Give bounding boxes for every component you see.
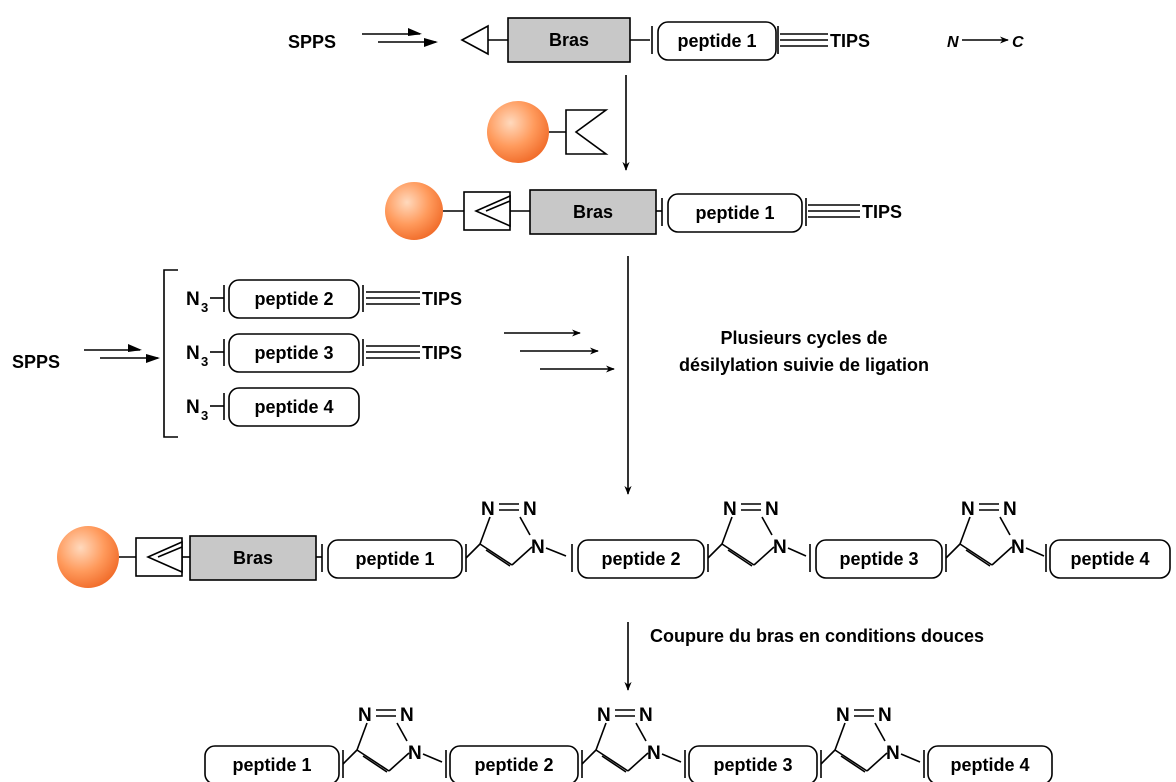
peptide-2-box-final (449, 745, 579, 782)
linker-triangle-icon (460, 24, 489, 56)
peptide-1-label-top: peptide 1 (677, 31, 756, 51)
bras-box-top (507, 17, 631, 63)
triazole-n: N (481, 499, 495, 520)
peptide-3-label-row3: peptide 3 (839, 549, 918, 569)
azide-n-4: N (186, 397, 200, 418)
bras-label-top: Bras (549, 30, 589, 50)
azide-n-2: N (186, 289, 200, 310)
peptide-3-box-final (688, 745, 818, 782)
triazole-ring-6: N N N (820, 705, 921, 773)
azide-sub-3: 3 (201, 354, 208, 369)
azide-n-3: N (186, 343, 200, 364)
bras-box-bottom (189, 535, 317, 581)
resin-reagent (487, 101, 609, 163)
peptide-2-label-azide: peptide 2 (254, 289, 333, 309)
triazole-n: N (639, 705, 653, 726)
bras-label-bottom: Bras (233, 548, 273, 568)
triazole-ring-3: N N N (945, 499, 1045, 567)
peptide-1-box-row3 (327, 539, 463, 579)
peptide-1-box-top (657, 21, 777, 61)
spps-arrow-left (84, 344, 160, 363)
resin-bead-icon (385, 182, 443, 240)
bras-label-mid: Bras (573, 202, 613, 222)
bound-linker-icon (135, 537, 183, 577)
peptide-4-box-row3 (1049, 539, 1171, 579)
peptide-3-label-azide: peptide 3 (254, 343, 333, 363)
triazole-ring-5: N N N (581, 705, 682, 773)
triazole-n: N (878, 705, 892, 726)
peptide-2-box-row3 (577, 539, 705, 579)
triazole-n: N (597, 705, 611, 726)
n-terminus-label: N (947, 34, 959, 51)
azide-sub-4: 3 (201, 408, 208, 423)
cycles-label-line1: Plusieurs cycles de (720, 328, 887, 348)
peptide-4-box-final (927, 745, 1053, 782)
spps-label-left: SPPS (12, 352, 60, 372)
peptide-4-label-final: peptide 4 (950, 755, 1029, 775)
bracket (163, 269, 178, 438)
triazole-n: N (647, 743, 661, 764)
peptide-1-label-mid: peptide 1 (695, 203, 774, 223)
triazole-ring-4: N N N (342, 705, 443, 773)
resin-bead-icon (57, 526, 119, 588)
peptide-4-box-azide (228, 387, 360, 427)
tips-label-mid: TIPS (862, 202, 902, 222)
c-terminus-label: C (1012, 34, 1024, 51)
azide-peptide-set: SPPS N 3 peptide 2 TIPS N 3 peptide 3 (12, 269, 615, 438)
peptide-3-box-row3 (815, 539, 943, 579)
triazole-n: N (886, 743, 900, 764)
peptide-2-label-row3: peptide 2 (601, 549, 680, 569)
peptide-1-box-mid (667, 193, 803, 233)
row-4: peptide 1 N N N peptide 2 N (204, 705, 1053, 782)
bras-box-mid (529, 189, 657, 235)
receptor-icon (565, 109, 609, 155)
triazole-n: N (765, 499, 779, 520)
peptide-3-box-azide (228, 333, 360, 373)
triazole-n: N (961, 499, 975, 520)
tips-label-p2: TIPS (422, 289, 462, 309)
triazole-n: N (523, 499, 537, 520)
cycles-label-line2: désilylation suivie de ligation (679, 355, 929, 375)
peptide-3-label-final: peptide 3 (713, 755, 792, 775)
triazole-n: N (400, 705, 414, 726)
triazole-n: N (723, 499, 737, 520)
peptide-1-box-final (204, 745, 340, 782)
triazole-ring-2: N N N (707, 499, 807, 567)
alkyne-triple-bond-mid (808, 204, 860, 218)
row-2: Bras peptide 1 TIPS (385, 182, 902, 240)
spps-label-top: SPPS (288, 32, 336, 52)
azide-sub-2: 3 (201, 300, 208, 315)
triazole-n: N (358, 705, 372, 726)
peptide-1-label-final: peptide 1 (232, 755, 311, 775)
alkyne-triple-bond-top (780, 33, 828, 47)
cleavage-label: Coupure du bras en conditions douces (650, 626, 984, 646)
resin-bead-icon (487, 101, 549, 163)
triazole-n: N (1011, 537, 1025, 558)
triazole-n: N (408, 743, 422, 764)
row-1: SPPS Bras peptide 1 TIPS N C (288, 17, 1024, 63)
triazole-n: N (1003, 499, 1017, 520)
row-3: Bras peptide 1 N N N peptide 2 (57, 499, 1171, 588)
triazole-n: N (836, 705, 850, 726)
peptide-4-label-azide: peptide 4 (254, 397, 333, 417)
spps-arrow-top (362, 28, 438, 47)
peptide-4-label-row3: peptide 4 (1070, 549, 1149, 569)
bound-linker-icon (463, 191, 511, 231)
tips-label-top: TIPS (830, 31, 870, 51)
alkyne-triple-bond-p2 (366, 291, 420, 305)
peptide-2-label-final: peptide 2 (474, 755, 553, 775)
triazole-n: N (773, 537, 787, 558)
triazole-ring-1: N N N (465, 499, 567, 567)
peptide-1-label-row3: peptide 1 (355, 549, 434, 569)
alkyne-triple-bond-p3 (366, 345, 420, 359)
triazole-n: N (531, 537, 545, 558)
peptide-2-box-azide (228, 279, 360, 319)
tips-label-p3: TIPS (422, 343, 462, 363)
